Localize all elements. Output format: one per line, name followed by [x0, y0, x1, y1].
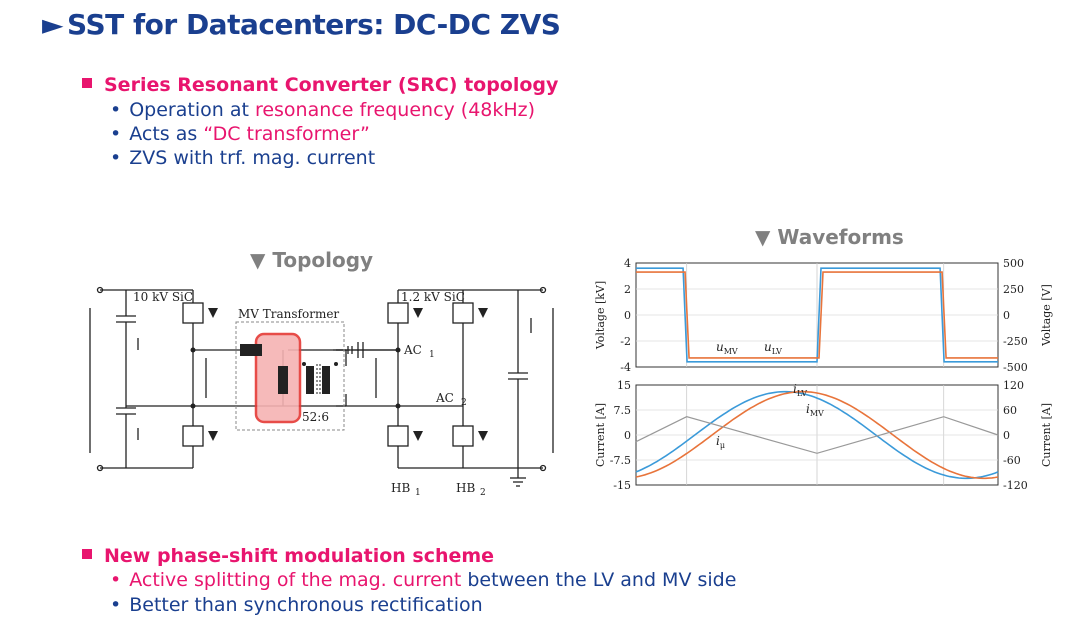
- left-tick-label: 0: [624, 429, 631, 442]
- trace-i-mv: [635, 390, 999, 480]
- left-tick-label: 4: [624, 257, 631, 270]
- topology-caption: ▼ Topology: [250, 248, 374, 272]
- svg-text:1: 1: [415, 488, 421, 498]
- square-bullet-icon: [82, 78, 92, 88]
- ratio-label: 52:6: [302, 410, 329, 424]
- section1-heading: Series Resonant Converter (SRC) topology: [82, 74, 558, 96]
- right-tick-label: -120: [1003, 479, 1028, 492]
- svg-text:2: 2: [461, 398, 467, 408]
- mv-transformer-label: MV Transformer: [238, 307, 339, 321]
- right-tick-label: 250: [1003, 283, 1024, 296]
- waveforms-caption: ▼ Waveforms: [755, 225, 904, 249]
- ac1-label: AC: [403, 343, 422, 357]
- section2-bullet-2: •Better than synchronous rectification: [110, 594, 483, 616]
- left-tick-label: -15: [613, 479, 631, 492]
- right-tick-label: -500: [1003, 361, 1028, 374]
- section2-heading: New phase-shift modulation scheme: [82, 545, 494, 567]
- section1-bullet-3: •ZVS with trf. mag. current: [110, 147, 376, 169]
- y-axis-label-left: Voltage [kV]: [594, 281, 607, 350]
- mv-sic-label: 10 kV SiC: [133, 290, 193, 304]
- right-tick-label: -250: [1003, 335, 1028, 348]
- left-tick-label: -2: [620, 335, 631, 348]
- lv-sic-label: 1.2 kV SiC: [401, 290, 465, 304]
- series-label: iMV: [806, 402, 824, 418]
- y-axis-label-right: Current [A]: [1040, 403, 1053, 467]
- left-tick-label: 2: [624, 283, 631, 296]
- page-title: ►SST for Datacenters: DC-DC ZVS: [42, 8, 561, 41]
- left-tick-label: -7.5: [610, 454, 631, 467]
- right-tick-label: -60: [1003, 454, 1021, 467]
- title-text: SST for Datacenters: DC-DC ZVS: [67, 8, 561, 41]
- y-axis-label-left: Current [A]: [594, 403, 607, 467]
- triangle-icon: ►: [42, 8, 64, 41]
- trace-u-lv: [636, 271, 998, 359]
- hb1-label: HB: [391, 481, 410, 495]
- series-label: iLV: [793, 382, 807, 398]
- ac2-label: AC: [435, 391, 454, 405]
- series-label: uMV: [716, 340, 738, 356]
- right-tick-label: 0: [1003, 309, 1010, 322]
- section2-bullet-1: •Active splitting of the mag. current be…: [110, 569, 737, 591]
- trace-i-mu: [635, 416, 999, 454]
- left-tick-label: -4: [620, 361, 631, 374]
- series-label: uLV: [764, 340, 782, 356]
- left-tick-label: 15: [617, 379, 631, 392]
- hb2-label: HB: [456, 481, 475, 495]
- right-tick-label: 120: [1003, 379, 1024, 392]
- left-tick-label: 7.5: [614, 404, 632, 417]
- topology-schematic: 10 kV SiC 1.2 kV SiC MV Transformer 52:6…: [89, 286, 554, 498]
- section1-bullet-1: •Operation at resonance frequency (48kHz…: [110, 99, 536, 121]
- square-bullet-icon-2: [82, 549, 92, 559]
- trace-i-lv: [635, 390, 999, 480]
- right-tick-label: 500: [1003, 257, 1024, 270]
- right-tick-label: 60: [1003, 404, 1017, 417]
- series-label: iμ: [716, 434, 725, 450]
- svg-text:1: 1: [429, 350, 435, 360]
- section1-bullet-2: •Acts as “DC transformer”: [110, 123, 370, 145]
- y-axis-label-right: Voltage [V]: [1040, 284, 1053, 347]
- waveforms-chart: 4 500 2 250 0 0 -2 -250 -4 -500 Voltage [kV] Voltag…: [594, 257, 1053, 492]
- svg-text:2: 2: [480, 488, 486, 498]
- right-tick-label: 0: [1003, 429, 1010, 442]
- left-tick-label: 0: [624, 309, 631, 322]
- trace-u-mv: [636, 267, 998, 363]
